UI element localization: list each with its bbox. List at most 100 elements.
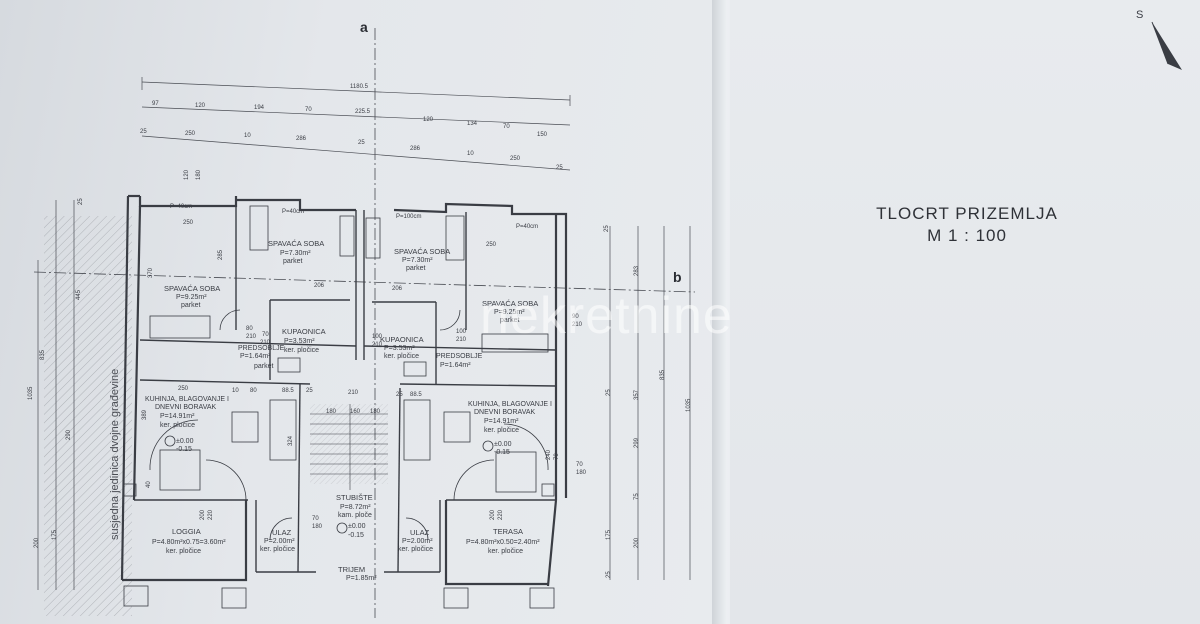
- dim-m-13: 210: [246, 334, 257, 340]
- room-bed-cl-name: SPAVAĆA SOBA: [268, 239, 324, 248]
- dim-right-4: 357: [634, 389, 640, 400]
- dim-m-37: 180: [576, 470, 587, 476]
- room-hall-r-name: PREDSOBLJE: [436, 353, 483, 360]
- room-terasa-floor: ker. pločice: [488, 548, 523, 555]
- dim-m-1: P=40cm: [170, 204, 192, 210]
- dim-m-23: 10: [232, 388, 239, 394]
- dim-left-7: 370: [148, 267, 154, 278]
- dim-m-10: 120: [184, 169, 190, 180]
- dim-m-28: 88.5: [410, 392, 422, 398]
- room-porch-name: TRIJEM: [338, 565, 365, 574]
- room-bath-r-name: KUPAONICA: [380, 335, 424, 344]
- room-bed-cr-floor: parket: [406, 265, 426, 272]
- room-kit-l-level2: -0.15: [176, 446, 192, 453]
- neighbor-unit-hatch: [44, 216, 132, 616]
- room-kit-l-area: P=14.91m²: [160, 413, 195, 420]
- dim-m-21: 210: [572, 322, 583, 328]
- room-entry-r-area: P=2.00m²: [402, 538, 433, 545]
- dim-left-3: 200: [34, 537, 40, 548]
- dim-right-3: 25: [606, 389, 612, 396]
- room-kit-r-level1: ±0.00: [494, 441, 512, 448]
- room-kit-l-name1: KUHINJA, BLAGOVANJE I: [145, 396, 229, 403]
- drawing-title: TLOCRT PRIZEMLJA: [876, 204, 1058, 223]
- dim-m-3: P=100cm: [396, 214, 422, 220]
- dim-right-9: 835: [660, 369, 666, 380]
- dim-r2-9: 150: [537, 132, 548, 138]
- dim-r2-1: 97: [152, 101, 159, 107]
- room-bed-cl-area: P=7.30m²: [280, 250, 311, 257]
- dim-m-8: 206: [314, 283, 325, 289]
- dim-r2-4: 70: [305, 107, 312, 113]
- dim-right-2: 283: [634, 265, 640, 276]
- room-entry-r-floor: ker. pločice: [398, 546, 433, 553]
- room-loggia-name: LOGGIA: [172, 527, 201, 536]
- watermark-text: nekretnine: [480, 287, 733, 345]
- dim-r2-6: 120: [423, 117, 434, 123]
- dim-m-11: 180: [196, 169, 202, 180]
- room-bath-l-floor: ker. pločice: [284, 347, 319, 354]
- dim-m-45: 70: [554, 453, 560, 460]
- room-loggia-floor: ker. pločice: [166, 548, 201, 555]
- dim-m-4: P=40cm: [516, 224, 538, 230]
- dim-r3-8: 250: [510, 156, 521, 162]
- room-bath-l-name: KUPAONICA: [282, 327, 326, 336]
- room-bed-r-floor: parket: [500, 317, 520, 324]
- dim-m-20: 90: [572, 314, 579, 320]
- room-kit-r-level2: -0.15: [494, 449, 510, 456]
- left-dimension-lines: [37, 200, 75, 590]
- room-hall-l-area: P=1.64m²: [240, 353, 271, 360]
- dim-m-19: 210: [456, 337, 467, 343]
- plan-outer-walls: [120, 194, 568, 587]
- dim-m-40: 200: [490, 509, 496, 520]
- dim-right-1: 25: [604, 225, 610, 232]
- dim-r2-3: 194: [254, 105, 265, 111]
- dim-m-2: P=40cm: [282, 209, 304, 215]
- room-entry-l-name: ULAZ: [272, 528, 292, 537]
- dim-r3-6: 286: [410, 146, 421, 152]
- room-bed-l-area: P=9.25m²: [176, 294, 207, 301]
- dim-m-14: 70: [262, 332, 269, 338]
- dim-m-25: 88.5: [282, 388, 294, 394]
- dim-overall: 1180.5: [350, 84, 369, 90]
- dim-m-5: 250: [183, 220, 194, 226]
- room-hall-l-name: PREDSOBLJE: [238, 345, 285, 352]
- dim-r3-1: 25: [140, 129, 147, 135]
- drawing-sheet-right: [730, 0, 1200, 624]
- dim-left-8: 25: [78, 198, 84, 205]
- dim-m-12: 80: [246, 326, 253, 332]
- room-hall-r-area: P=1.64m²: [440, 362, 471, 369]
- room-terasa-name: TERASA: [493, 527, 523, 536]
- dim-right-7: 175: [606, 529, 612, 540]
- room-kit-r-name1: KUHINJA, BLAGOVANJE I: [468, 401, 552, 408]
- dim-right-11: 25: [606, 571, 612, 578]
- dim-m-41: 220: [498, 509, 504, 520]
- dim-m-44: 240: [546, 449, 552, 460]
- dim-right-8: 200: [634, 537, 640, 548]
- room-terasa-area: P=4.80m²x0.50=2.40m²: [466, 539, 540, 546]
- room-kit-r-area: P=14.91m²: [484, 418, 519, 425]
- dim-left-5: 290: [66, 429, 72, 440]
- section-marker-a: a: [360, 19, 368, 35]
- room-bed-r-area: P=9.25m²: [494, 309, 525, 316]
- room-stairs-level1: ±0.00: [348, 523, 366, 530]
- room-entry-r-name: ULAZ: [410, 528, 430, 537]
- dim-right-10: 1035: [686, 398, 692, 412]
- dim-m-36: 70: [576, 462, 583, 468]
- dim-r2-7: 134: [467, 121, 478, 127]
- plan-inner-walls: [134, 206, 557, 573]
- right-dimension-lines: [609, 226, 691, 580]
- room-entry-l-area: P=2.00m²: [264, 538, 295, 545]
- room-loggia-area: P=4.80m²x0.75=3.60m²: [152, 539, 226, 546]
- neighbor-unit-label: susjedna jedinica dvojne građevine: [109, 369, 121, 540]
- dim-m-9: 206: [392, 286, 403, 292]
- room-stairs-level2: -0.15: [348, 532, 364, 539]
- dim-right-5: 299: [634, 437, 640, 448]
- dim-left-2: 835: [40, 349, 46, 360]
- dim-m-30: 389: [142, 409, 148, 420]
- north-arrow-icon: [1151, 21, 1182, 70]
- dim-m-26: 25: [306, 388, 313, 394]
- dim-m-35: 40: [146, 481, 152, 488]
- furniture-outlines: [123, 205, 555, 609]
- dim-r2-8: 70: [503, 124, 510, 130]
- room-kit-l-floor: ker. pločice: [160, 422, 195, 429]
